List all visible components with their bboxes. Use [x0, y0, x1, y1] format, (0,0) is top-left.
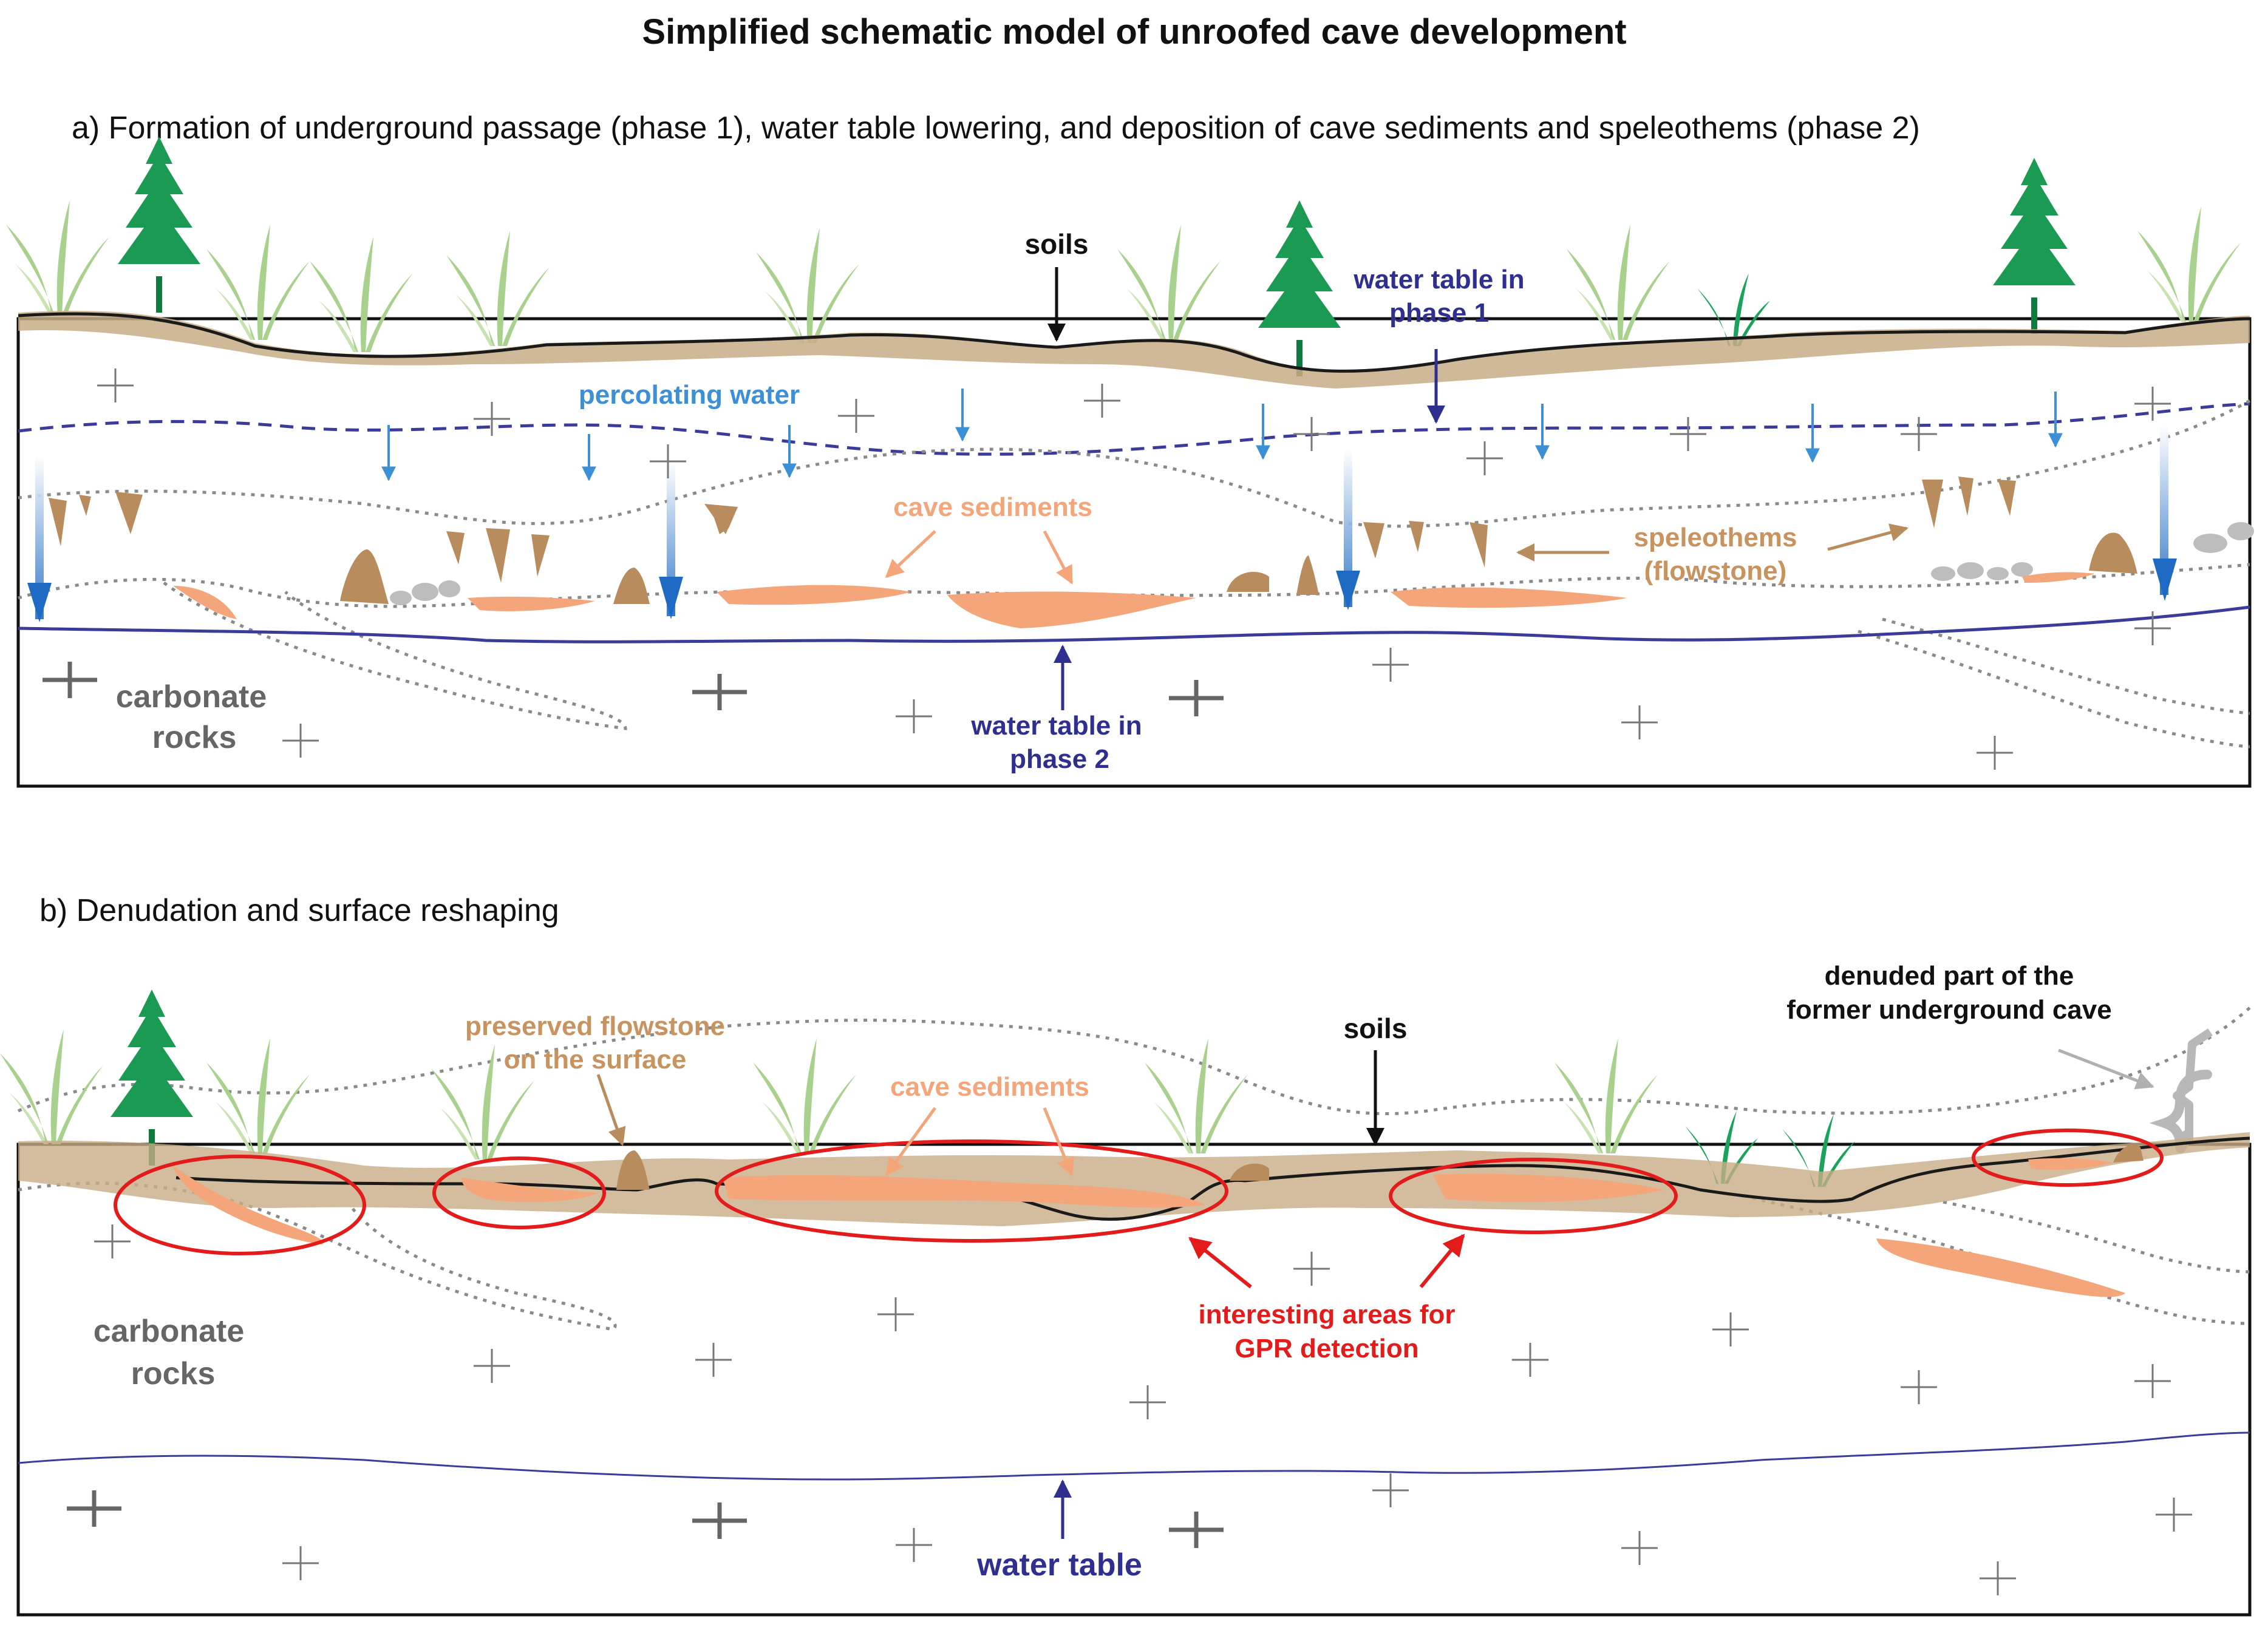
speleothems-label-l2: (flowstone) [1644, 556, 1787, 586]
cave-sediments-arrow-1 [885, 530, 936, 579]
gpr-ellipse-5 [1972, 1129, 2164, 1187]
panel-a: a) Formation of underground passage (pha… [6, 110, 2254, 788]
panel-a-heading: a) Formation of underground passage (pha… [72, 110, 1920, 146]
water-table-label-b: water table [976, 1547, 1142, 1583]
soil-layer-a [18, 311, 2250, 389]
cave-sediments-label-b: cave sediments [890, 1072, 1089, 1102]
water-table-phase2-label-l1: water table in [970, 711, 1142, 741]
carbonate-rocks-label-b-l2: rocks [131, 1356, 216, 1391]
carbonate-rocks-label-a-l1: carbonate [116, 679, 267, 715]
gpr-ellipse-4 [1389, 1158, 1678, 1234]
panel-a-frame [16, 317, 2252, 788]
gpr-ellipse-1 [114, 1155, 366, 1255]
passage-outlines-a [18, 399, 2251, 749]
sediments-a [173, 572, 2095, 628]
sediments-b [173, 1158, 2125, 1297]
gpr-ellipse-2 [432, 1156, 606, 1229]
water-table-phase2 [18, 605, 2250, 643]
diagram-title: Simplified schematic model of unroofed c… [642, 12, 1626, 52]
preserved-flowstone [616, 1145, 2144, 1190]
gpr-ellipses [114, 1129, 2164, 1255]
preserved-flowstone-label-l1: preserved flowstone [465, 1011, 725, 1041]
preserved-flowstone-label-l2: on the surface [504, 1045, 687, 1075]
water-table-phase1-label-l1: water table in [1353, 265, 1524, 294]
preserved-flowstone-arrow [596, 1074, 626, 1146]
cave-sediments-label-a: cave sediments [893, 492, 1092, 522]
gpr-arrow-right [1419, 1234, 1465, 1288]
speleothems-arrow-right [1827, 523, 1909, 551]
rock-texture-b [67, 1223, 2193, 1597]
soils-label-b: soils [1344, 1013, 1408, 1044]
rubble-a [390, 522, 2254, 605]
gpr-label-l2: GPR detection [1234, 1334, 1418, 1363]
water-table-phase1-label-l2: phase 1 [1389, 298, 1489, 328]
water-table-b [18, 1431, 2250, 1481]
cave-sediments-arrow-2 [1043, 530, 1074, 585]
water-table-phase2-label-l2: phase 2 [1010, 744, 1109, 774]
gpr-ellipse-3 [715, 1139, 1228, 1243]
soils-label-a: soils [1025, 228, 1089, 260]
soil-layer-b [18, 1132, 2250, 1226]
cave-sediments-arrow-b1 [885, 1107, 937, 1176]
panel-b-frame [16, 1142, 2252, 1617]
percolating-arrows-a [381, 389, 2063, 481]
ground-surface-a [18, 312, 2250, 373]
denuded-arrow [2058, 1048, 2154, 1090]
panel-b-heading: b) Denudation and surface reshaping [39, 893, 559, 928]
gpr-label-l1: interesting areas for [1198, 1300, 1455, 1329]
percolating-water-label: percolating water [579, 380, 800, 410]
carbonate-rocks-label-a-l2: rocks [152, 720, 237, 755]
speleothems-label-l1: speleothems [1634, 523, 1797, 552]
cave-sediments-arrow-b2 [1043, 1107, 1074, 1176]
panel-b: b) Denudation and surface reshaping [0, 893, 2252, 1617]
speleothems-a [49, 477, 2137, 604]
water-table-phase1 [18, 402, 2250, 456]
denuded-label-l2: former underground cave [1786, 995, 2111, 1025]
denuded-bracket-2 [2173, 1028, 2213, 1141]
denuded-label-l1: denuded part of the [1825, 961, 2074, 991]
drip-columns-a [27, 425, 2177, 622]
gpr-arrow-left [1188, 1237, 1252, 1289]
carbonate-rocks-label-b-l1: carbonate [94, 1314, 245, 1349]
